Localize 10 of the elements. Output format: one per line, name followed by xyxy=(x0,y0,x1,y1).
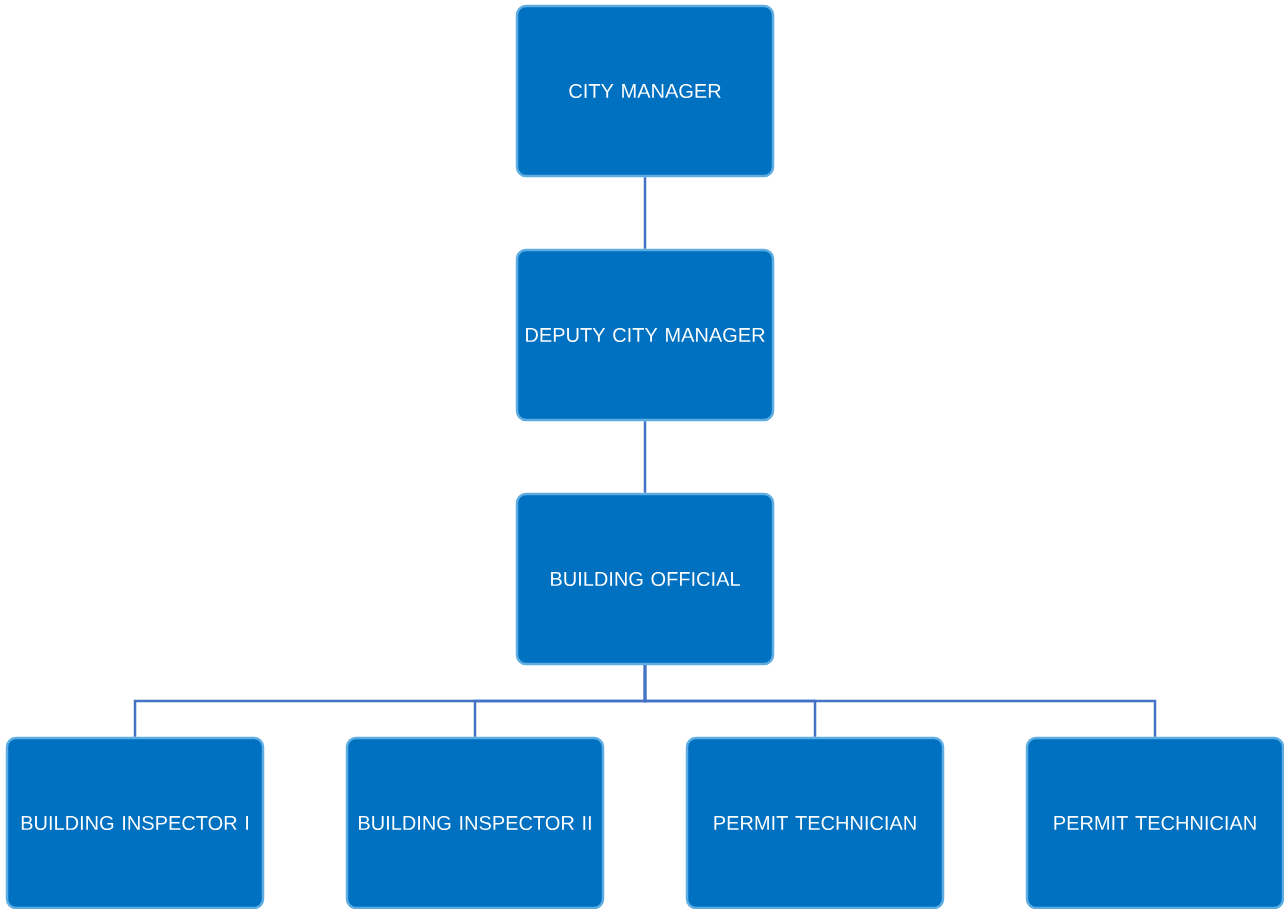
org-box: BUILDING INSPECTOR I xyxy=(5,736,265,909)
org-box: PERMIT TECHNICIAN xyxy=(685,736,945,909)
org-box: DEPUTY CITY MANAGER xyxy=(515,248,775,422)
connector-line xyxy=(643,421,647,493)
org-box: BUILDING INSPECTOR II xyxy=(345,736,605,909)
org-box: CITY MANAGER xyxy=(515,4,775,178)
connector-line xyxy=(643,177,647,249)
connector-line xyxy=(643,665,1157,737)
org-box: BUILDING OFFICIAL xyxy=(515,492,775,666)
org-box: PERMIT TECHNICIAN xyxy=(1025,736,1284,909)
